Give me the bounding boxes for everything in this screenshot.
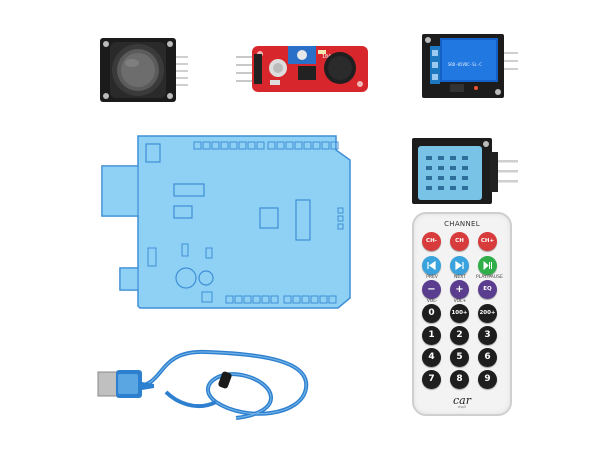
number-4-button[interactable]: 4	[422, 348, 441, 367]
prev-label: PREV	[426, 275, 438, 280]
next-button[interactable]	[450, 256, 469, 275]
fast-forward-icon	[455, 260, 464, 271]
vol-plus-button[interactable]: +	[450, 280, 469, 299]
joystick-module	[98, 34, 190, 104]
number-7-button[interactable]: 7	[422, 370, 441, 389]
sound-sensor-module: 104	[236, 36, 370, 100]
vol-plus-label: VOL+	[453, 299, 467, 304]
number-8-button[interactable]: 8	[450, 370, 469, 389]
zero-button[interactable]: 0	[422, 304, 441, 323]
number-2-button[interactable]: 2	[450, 326, 469, 345]
dht11-sensor-module	[412, 134, 520, 208]
remote-title: CHANNEL	[444, 220, 480, 228]
number-9-button[interactable]: 9	[478, 370, 497, 389]
rewind-icon	[427, 260, 436, 271]
brand-sub: mp3	[458, 405, 466, 409]
hundred-plus-button[interactable]: 100+	[450, 304, 469, 323]
play-pause-icon	[483, 260, 492, 271]
number-3-button[interactable]: 3	[478, 326, 497, 345]
mic-label: 104	[322, 54, 331, 60]
ch-minus-button[interactable]: CH-	[422, 232, 441, 251]
relay-label: SRD-05VDC-SL-C	[448, 62, 482, 67]
ch-plus-button[interactable]: CH+	[478, 232, 497, 251]
next-label: NEXT	[454, 275, 466, 280]
eq-button[interactable]: EQ	[478, 280, 497, 299]
number-6-button[interactable]: 6	[478, 348, 497, 367]
usb-cable	[96, 342, 316, 430]
brand-logo: car	[453, 394, 471, 407]
play-pause-label: PLAY/PAUSE	[476, 275, 503, 280]
vol-minus-label: VOL-	[426, 299, 438, 304]
prev-button[interactable]	[422, 256, 441, 275]
relay-module: SRD-05VDC-SL-C	[420, 30, 520, 102]
number-1-button[interactable]: 1	[422, 326, 441, 345]
ch-button[interactable]: CH	[450, 232, 469, 251]
number-5-button[interactable]: 5	[450, 348, 469, 367]
vol-minus-button[interactable]: −	[422, 280, 441, 299]
arduino-board	[98, 130, 356, 314]
play-pause-button[interactable]	[478, 256, 497, 275]
two-hundred-plus-button[interactable]: 200+	[478, 304, 497, 323]
ir-remote-control: CHANNEL CH- CH CH+ PREV NEXT PLAY/PAUSE …	[412, 212, 512, 416]
